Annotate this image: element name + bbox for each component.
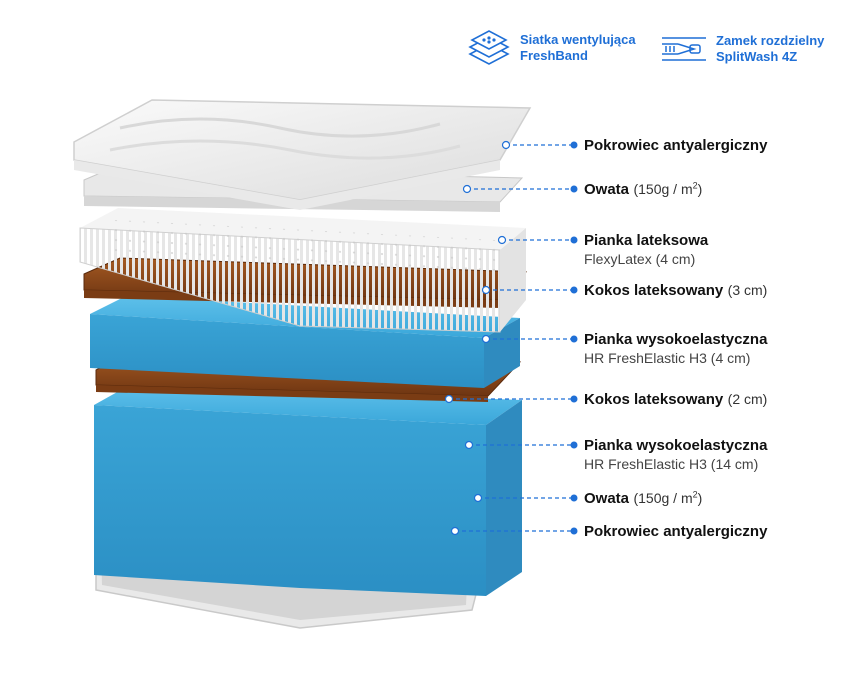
layer-label-coconut-2cm: Kokos lateksowany (2 cm) (584, 391, 768, 408)
mesh-layers-icon (468, 30, 510, 65)
feature-splitwash: Zamek rozdzielny SplitWash 4Z (660, 32, 824, 66)
layer-label-top-wadding: Owata (150g / m2) (584, 180, 703, 198)
feature-freshband: Siatka wentylująca FreshBand (466, 28, 636, 68)
feature-freshband-line1: Siatka wentylująca (520, 32, 636, 47)
layer-label-bottom-wadding: Owata (150g / m2) (584, 489, 703, 507)
layer-label-hr-foam-14cm: Pianka wysokoelastyczna HR FreshElastic … (584, 437, 768, 472)
zipper-icon (662, 37, 706, 61)
layer-label-bottom-cover: Pokrowiec antyalergiczny (584, 523, 768, 540)
connector-dots (444, 140, 511, 536)
layer-label-top-cover: Pokrowiec antyalergiczny (584, 137, 768, 154)
layer-label-hr-foam-4cm: Pianka wysokoelastyczna HR FreshElastic … (584, 331, 768, 366)
feature-splitwash-line2: SplitWash 4Z (716, 49, 798, 64)
layer-label-latex-foam: Pianka lateksowa FlexyLatex (4 cm) (584, 232, 709, 267)
connectors (449, 144, 572, 532)
layer-label-coconut-3cm: Kokos lateksowany (3 cm) (584, 282, 768, 299)
feature-splitwash-line1: Zamek rozdzielny (716, 33, 825, 48)
hr-foam-4cm-front (90, 314, 484, 388)
feature-freshband-line2: FreshBand (520, 48, 588, 63)
hr-foam-14cm-front (94, 405, 486, 596)
hr-foam-14cm-top (94, 386, 522, 425)
connector-end-dots (570, 141, 578, 535)
